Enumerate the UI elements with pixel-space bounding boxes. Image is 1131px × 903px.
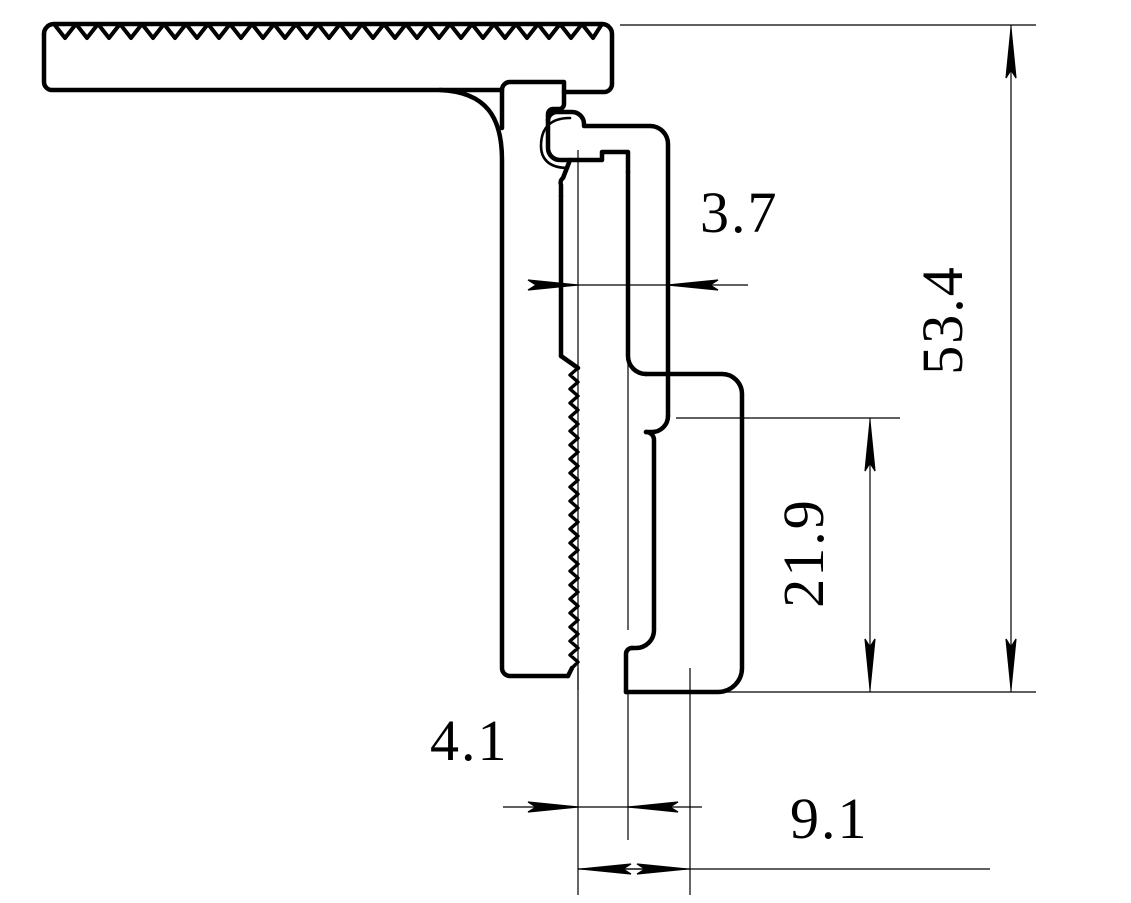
mid-web <box>625 169 649 377</box>
left-leg-bottom <box>565 665 575 679</box>
arrowhead-53-4-bottom <box>1005 638 1017 690</box>
dimension-9-1 <box>578 863 690 875</box>
barb-top-notch <box>545 89 567 123</box>
dimension-label-21-9: 21.9 <box>771 498 836 608</box>
step-shoulder <box>623 371 745 695</box>
dimension-4-1 <box>527 801 679 813</box>
dimension-lines <box>527 25 1017 875</box>
arrowhead-9-1-right <box>636 863 688 875</box>
arrowhead-9-1-left <box>580 863 632 875</box>
dimension-label-4-1: 4.1 <box>430 708 509 773</box>
dimension-label-9-1: 9.1 <box>790 786 869 851</box>
vertical-leg-top-join <box>558 353 581 371</box>
dimension-labels: 3.7 53.4 21.9 4.1 9.1 <box>430 180 975 851</box>
barb-outline <box>545 109 671 419</box>
arrowhead-21-9-top <box>864 420 876 472</box>
dimension-label-53-4: 53.4 <box>910 265 975 375</box>
dimension-21-9 <box>864 418 876 692</box>
dimension-label-3-7: 3.7 <box>700 180 779 245</box>
dimension-53-4 <box>1005 25 1017 692</box>
profile-outline <box>41 21 745 695</box>
barb-bulb-circle <box>539 116 572 170</box>
barb-under-fillet <box>558 157 573 199</box>
arrowhead-53-4-top <box>1005 27 1017 79</box>
arrowhead-4-1-left <box>527 801 579 813</box>
barb-lower-lip <box>545 117 631 175</box>
extension-lines <box>503 24 1036 895</box>
dimension-3-7 <box>527 279 719 291</box>
corner-fillet <box>437 87 571 679</box>
arrowhead-3-7-right <box>667 279 719 291</box>
flange-left-edge <box>41 31 505 93</box>
upper-step <box>643 413 671 435</box>
step-inner-face <box>629 429 657 651</box>
arrowhead-21-9-bottom <box>864 638 876 690</box>
bottom-foot <box>623 645 635 695</box>
serrated-vertical-edge <box>568 366 580 670</box>
arrowhead-3-7-left <box>527 279 579 291</box>
arrowhead-4-1-right <box>627 801 679 813</box>
serrated-top-edge <box>52 22 604 40</box>
